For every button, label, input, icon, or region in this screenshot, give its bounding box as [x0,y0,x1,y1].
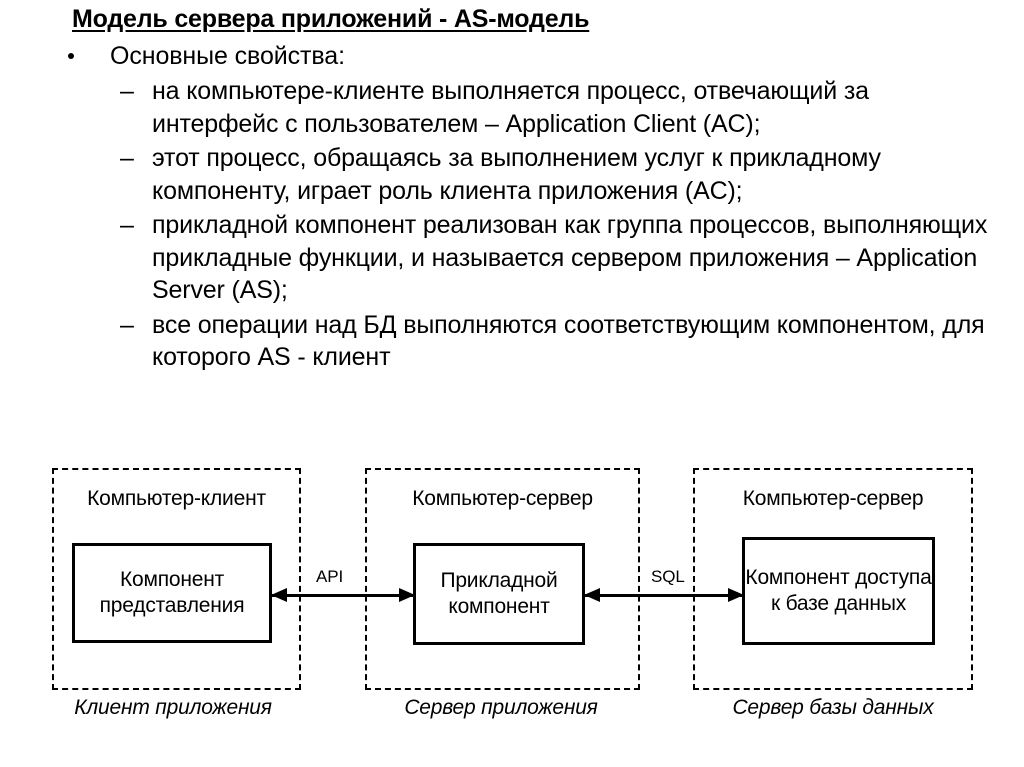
zone-caption-app-server: Сервер приложения [404,696,598,719]
arrowhead-right-icon [399,588,415,602]
zone-title-app-server: Компьютер-сервер [412,487,593,510]
page-title: Модель сервера приложений - AS-модель [72,5,590,33]
dash-marker-icon: – [120,310,134,339]
diagram-node-application-component: Прикладной компонент [413,543,585,645]
zone-title-db-server: Компьютер-сервер [742,487,924,510]
diagram-zone-app-server: Компьютер-сервер [365,468,640,690]
connector-sql-arrow [584,588,744,602]
connector-label-api: API [313,567,347,587]
diagram-node-db-access-component: Компонент доступа к базе данных [742,537,935,645]
arrowhead-right-icon [728,588,744,602]
diagram-node-presentation-component: Компонент представления [72,543,272,643]
connector-api-arrow [271,588,415,602]
dash-marker-icon: – [120,144,134,172]
dash-marker-icon: – [120,77,134,105]
zone-caption-client: Клиент приложения [74,696,272,719]
list-item-label: прикладной компонент реализован как груп… [152,211,988,304]
list-item-main: Основные свойства: [0,40,1024,73]
zone-title-client: Компьютер-клиент [87,487,266,510]
list-item-sub-3: – прикладной компонент реализован как гр… [0,209,1024,307]
arrowhead-left-icon [584,588,600,602]
list-item-sub-1: – на компьютере-клиенте выполняется проц… [0,75,1024,140]
bullet-dot-icon [68,53,74,59]
zone-caption-db-server: Сервер базы данных [732,696,934,719]
diagram-zone-client: Компьютер-клиент [52,468,301,690]
architecture-diagram: Компьютер-клиент Компьютер-сервер Компью… [0,455,1024,767]
list-item-sub-2: – этот процесс, обращаясь за выполнением… [0,142,1024,207]
list-item-label: этот процесс, обращаясь за выполнением у… [152,144,881,205]
connector-label-sql: SQL [648,567,688,587]
bullet-list: Основные свойства: – на компьютере-клиен… [0,40,1024,374]
arrowhead-left-icon [271,588,287,602]
dash-marker-icon: – [120,211,134,239]
list-item-label: все операции над БД выполняются соответс… [152,310,985,372]
diagram-zone-db-server: Компьютер-сервер [693,468,973,690]
list-item-sub-4: – все операции над БД выполняются соотве… [0,309,1024,374]
list-item-label: на компьютере-клиенте выполняется процес… [152,77,869,138]
list-item-label: Основные свойства: [110,42,345,70]
